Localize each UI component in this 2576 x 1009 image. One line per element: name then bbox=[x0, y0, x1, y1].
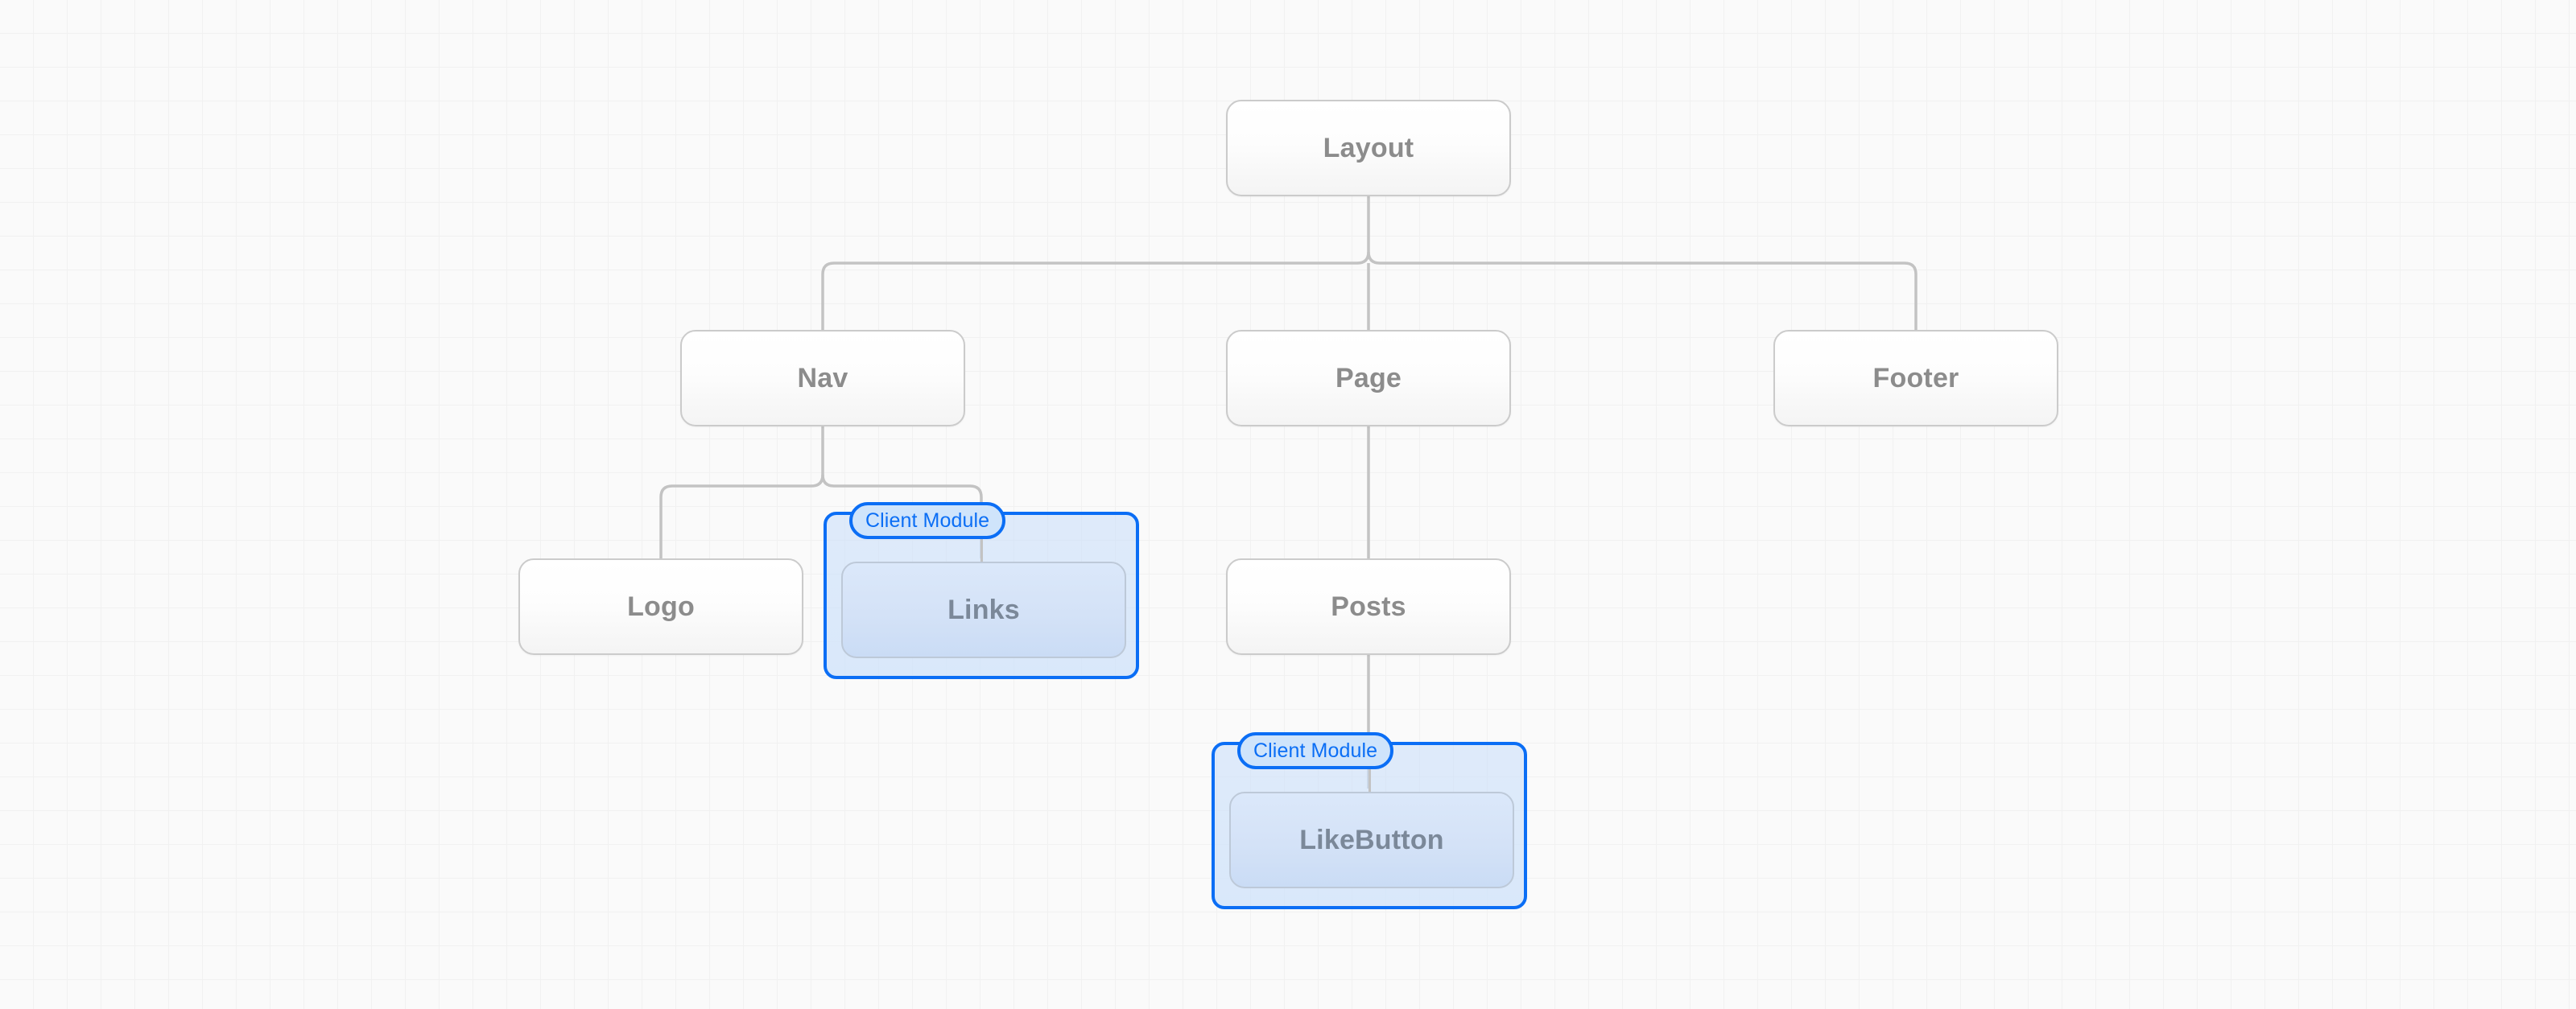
edge-nav-logo bbox=[659, 474, 824, 558]
edge-layout-bar-right bbox=[1367, 251, 1918, 330]
node-page[interactable]: Page bbox=[1226, 330, 1511, 426]
node-links[interactable]: Links bbox=[841, 562, 1126, 658]
node-logo[interactable]: Logo bbox=[518, 558, 803, 655]
node-layout[interactable]: Layout bbox=[1226, 100, 1511, 196]
badge-stub-links bbox=[980, 536, 983, 562]
node-nav-label: Nav bbox=[797, 362, 848, 393]
badge-stub-likebutton bbox=[1368, 766, 1371, 792]
client-module-badge-likebutton[interactable]: Client Module bbox=[1237, 732, 1394, 769]
client-module-badge-links-label: Client Module bbox=[865, 509, 990, 532]
node-page-label: Page bbox=[1335, 362, 1402, 393]
node-likebutton-label: LikeButton bbox=[1299, 824, 1444, 855]
edge-layout-bar bbox=[821, 251, 1370, 330]
node-likebutton[interactable]: LikeButton bbox=[1229, 792, 1514, 888]
node-footer[interactable]: Footer bbox=[1773, 330, 2058, 426]
node-posts-label: Posts bbox=[1331, 591, 1406, 622]
node-nav[interactable]: Nav bbox=[680, 330, 965, 426]
client-module-badge-links[interactable]: Client Module bbox=[849, 502, 1006, 539]
node-links-label: Links bbox=[947, 594, 1020, 625]
node-logo-label: Logo bbox=[627, 591, 695, 622]
node-layout-label: Layout bbox=[1323, 132, 1414, 163]
node-posts[interactable]: Posts bbox=[1226, 558, 1511, 655]
node-footer-label: Footer bbox=[1872, 362, 1959, 393]
client-module-badge-likebutton-label: Client Module bbox=[1253, 739, 1378, 762]
